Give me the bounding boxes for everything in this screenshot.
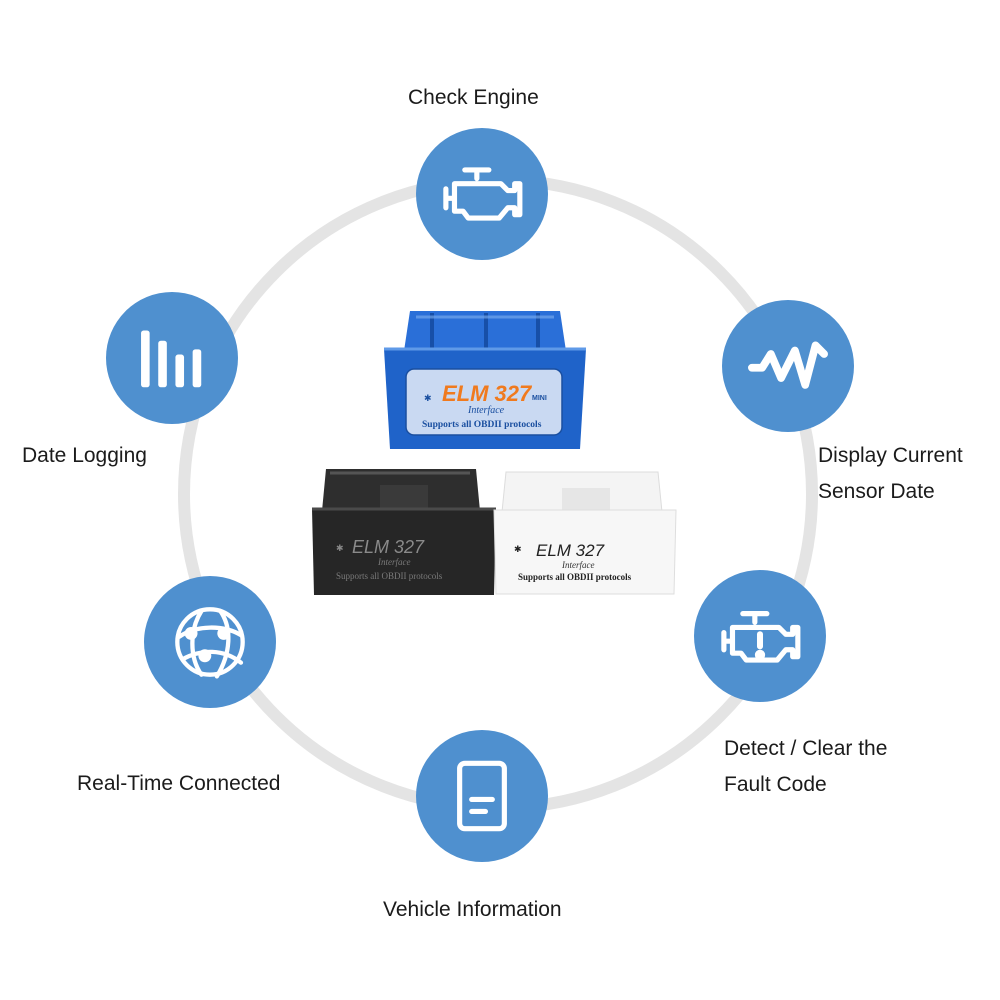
realtime-circle	[144, 576, 276, 708]
bar-graph-icon	[141, 330, 202, 388]
svg-text:✱: ✱	[336, 543, 344, 553]
vehicle-info-circle	[416, 730, 548, 862]
fault-code-circle	[694, 570, 826, 702]
black-model-text: ELM 327	[352, 537, 425, 557]
black-elm327-device: ✱ ELM 327 Interface Supports all OBDII p…	[310, 463, 500, 598]
data-logging-circle	[106, 292, 238, 424]
blue-elm327-device: ✱ ELM 327 MINI Interface Supports all OB…	[380, 303, 590, 453]
sensor-data-label: Display Current Sensor Date	[818, 444, 963, 503]
svg-text:✱: ✱	[514, 544, 522, 554]
globe-network-icon	[175, 607, 245, 679]
sensor-data-circle	[722, 300, 854, 432]
svg-text:✱: ✱	[424, 393, 432, 403]
blue-interface-text: Interface	[467, 405, 505, 416]
white-protocols-text: Supports all OBDII protocols	[518, 572, 632, 582]
white-elm327-device: ✱ ELM 327 Interface Supports all OBDII p…	[492, 466, 682, 598]
engine-icon	[443, 167, 523, 221]
data-logging-label: Date Logging	[22, 444, 147, 467]
blue-model-text: ELM 327	[442, 381, 533, 406]
white-model-text: ELM 327	[536, 541, 605, 560]
check-engine-circle	[416, 128, 548, 260]
black-interface-text: Interface	[377, 557, 410, 567]
check-engine-label: Check Engine	[408, 86, 539, 109]
white-interface-text: Interface	[561, 560, 594, 570]
realtime-label: Real-Time Connected	[77, 772, 281, 795]
black-protocols-text: Supports all OBDII protocols	[336, 571, 443, 581]
blue-badge-text: MINI	[532, 395, 547, 402]
engine-warning-icon	[721, 611, 801, 663]
blue-protocols-text: Supports all OBDII protocols	[422, 420, 542, 430]
document-icon	[457, 760, 507, 832]
fault-code-label: Detect / Clear the Fault Code	[724, 737, 888, 796]
waveform-icon	[748, 341, 828, 389]
vehicle-info-label: Vehicle Information	[383, 898, 562, 921]
